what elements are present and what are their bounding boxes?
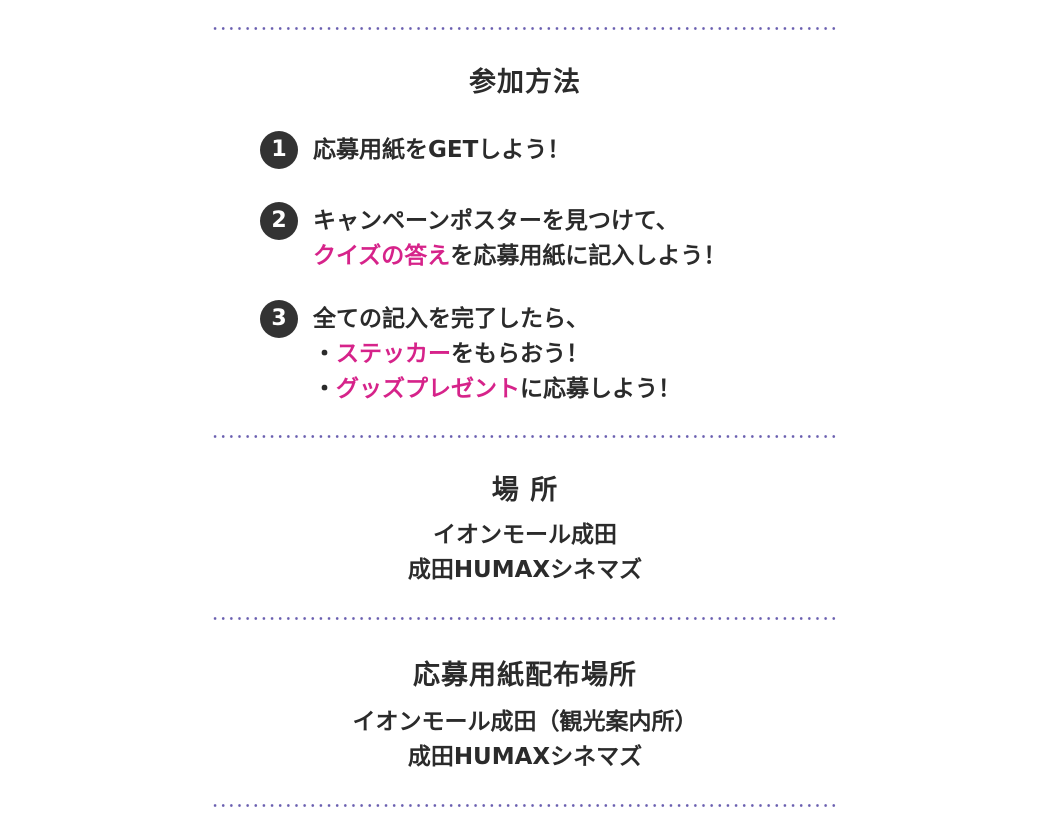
step-line: ・グッズプレゼントに応募しよう！ (313, 372, 833, 407)
line-rest: をもらおう！ (451, 341, 589, 367)
bullet: ・ (313, 341, 336, 367)
distribution-lines: イオンモール成田（観光案内所） 成田HUMAXシネマズ (0, 705, 1050, 775)
step-number-badge: 2 (260, 202, 298, 240)
step-number-badge: 3 (260, 300, 298, 338)
line-rest: を応募用紙に記入しよう！ (450, 243, 727, 269)
step-line: 応募用紙をGETしよう！ (313, 137, 571, 163)
step-number-badge: 1 (260, 131, 298, 169)
distribution-line: イオンモール成田（観光案内所） (352, 709, 698, 735)
location-lines: イオンモール成田 成田HUMAXシネマズ (0, 518, 1050, 588)
location-line: イオンモール成田 (433, 522, 617, 548)
dotted-divider (211, 435, 839, 438)
bullet: ・ (313, 376, 336, 402)
location-title: 場 所 (491, 475, 559, 506)
step-line: クイズの答えを応募用紙に記入しよう！ (313, 239, 833, 274)
distribution-line: 成田HUMAXシネマズ (407, 744, 643, 770)
dotted-divider (211, 617, 839, 620)
line-rest: に応募しよう！ (520, 376, 681, 402)
highlight-text: クイズの答え (313, 243, 451, 269)
step-line: 全ての記入を完了したら、 (313, 306, 589, 332)
participation-title: 参加方法 (469, 67, 581, 98)
step-text: 応募用紙をGETしよう！ (313, 133, 833, 168)
dotted-divider (211, 804, 839, 807)
dotted-divider (211, 27, 839, 30)
highlight-text: グッズプレゼント (336, 376, 520, 402)
step-text: キャンペーンポスターを見つけて、 クイズの答えを応募用紙に記入しよう！ (313, 204, 833, 274)
step-text: 全ての記入を完了したら、 ・ステッカーをもらおう！ ・グッズプレゼントに応募しよ… (313, 302, 833, 407)
step-line: ・ステッカーをもらおう！ (313, 337, 833, 372)
location-line: 成田HUMAXシネマズ (407, 557, 643, 583)
step-line: キャンペーンポスターを見つけて、 (313, 208, 679, 234)
highlight-text: ステッカー (336, 341, 451, 367)
distribution-title: 応募用紙配布場所 (413, 660, 637, 691)
